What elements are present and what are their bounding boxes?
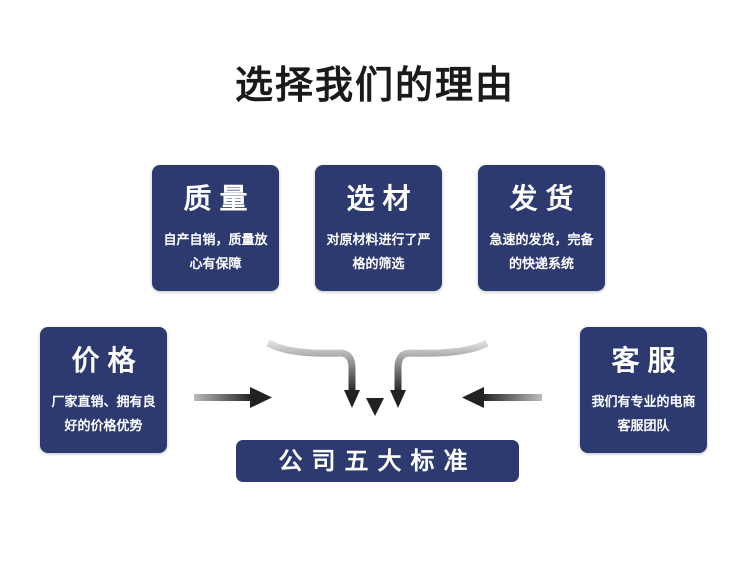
card-heading: 质量	[183, 182, 256, 215]
card-quality: 质量 自产自销，质量放心有保障	[152, 165, 279, 291]
card-shipping: 发货 急速的发货，完备的快递系统	[478, 165, 605, 291]
company-standards-label: 公司五大标准	[236, 440, 519, 482]
card-description: 自产自销，质量放心有保障	[163, 233, 268, 272]
card-service: 客服 我们有专业的电商客服团队	[580, 327, 707, 453]
card-description: 我们有专业的电商客服团队	[591, 395, 696, 434]
page-title: 选择我们的理由	[234, 63, 515, 107]
card-heading: 发货	[509, 182, 582, 215]
card-description: 对原材料进行了严格的筛选	[326, 233, 431, 272]
card-materials: 选材 对原材料进行了严格的筛选	[315, 165, 442, 291]
card-description: 急速的发货，完备的快递系统	[489, 233, 594, 272]
card-heading: 价格	[71, 344, 144, 377]
arrow-left-icon	[462, 387, 542, 408]
card-price: 价格 厂家直销、拥有良好的价格优势	[40, 327, 167, 453]
card-heading: 客服	[611, 344, 684, 377]
arrow-right-icon	[194, 387, 272, 408]
card-description: 厂家直销、拥有良好的价格优势	[51, 395, 156, 434]
arrow-down-icon	[266, 339, 489, 416]
card-heading: 选材	[346, 182, 419, 215]
